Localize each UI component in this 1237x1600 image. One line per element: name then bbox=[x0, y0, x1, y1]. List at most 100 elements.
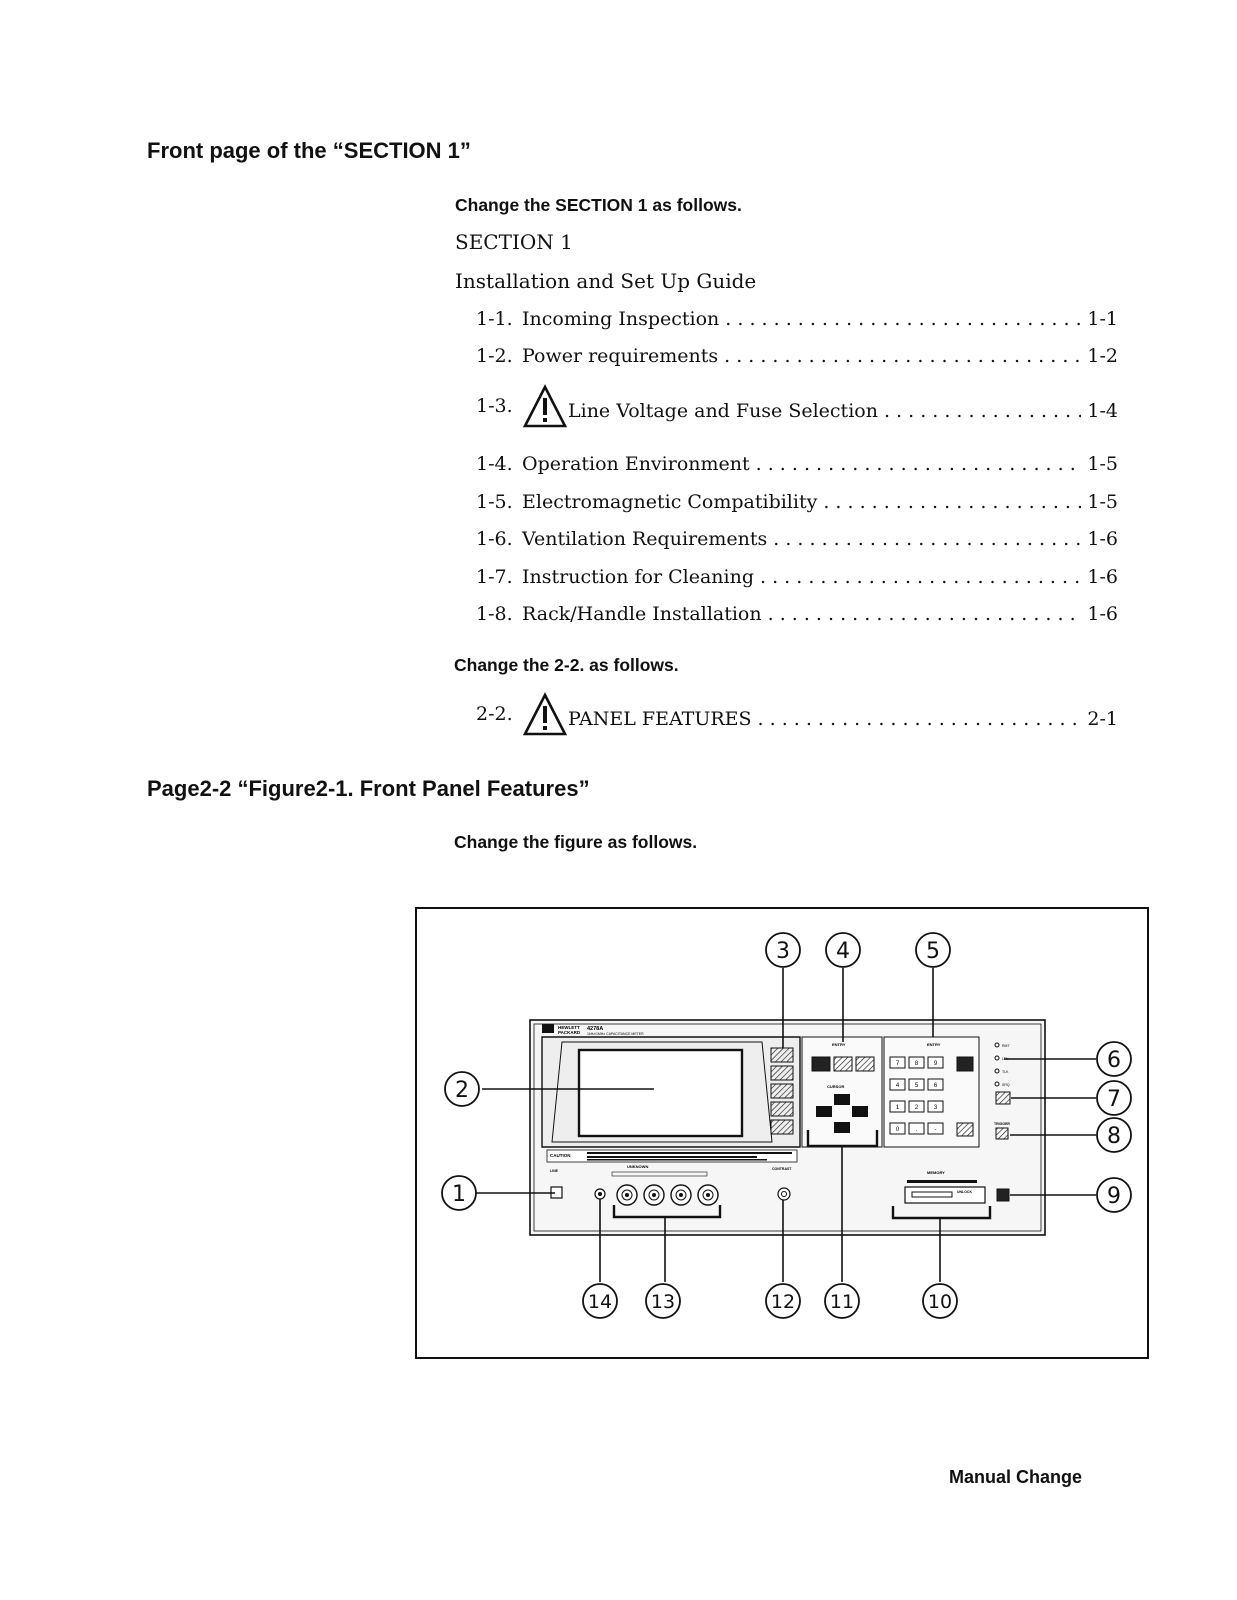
toc-num: 1-4. bbox=[476, 453, 513, 475]
subheading-change-figure: Change the figure as follows. bbox=[454, 832, 698, 852]
svg-text:7: 7 bbox=[1107, 1087, 1121, 1112]
callout-13: 13 bbox=[645, 1283, 681, 1319]
key-2: 2 bbox=[915, 1105, 919, 1111]
svg-text:8: 8 bbox=[1107, 1124, 1121, 1149]
meter-key bbox=[956, 1056, 974, 1072]
figure-frame: HEWLETT PACKARD 4278A 1kHz/1MHz CAPACITA… bbox=[415, 907, 1149, 1359]
model-desc: 1kHz/1MHz CAPACITANCE METER bbox=[587, 1032, 644, 1036]
unknown-connectors bbox=[616, 1184, 719, 1206]
cursor-right-key bbox=[852, 1106, 868, 1117]
heading-front-page: Front page of the “SECTION 1” bbox=[147, 138, 471, 163]
callout-14: 14 bbox=[582, 1283, 618, 1319]
brand-line1: HEWLETT bbox=[558, 1025, 580, 1030]
memory-card-slot bbox=[904, 1186, 986, 1204]
unlock-label: UNLOCK bbox=[957, 1190, 972, 1194]
toc-num: 1-8. bbox=[476, 603, 513, 625]
toc-page: 1-5 bbox=[1087, 453, 1118, 475]
section-label: SECTION 1 bbox=[455, 230, 573, 254]
hp-logo-icon bbox=[542, 1024, 554, 1033]
cursor-label: CURSOR bbox=[827, 1084, 844, 1089]
callout-1: 1 bbox=[441, 1175, 477, 1211]
warning-triangle-icon bbox=[522, 384, 568, 428]
key-dot: . bbox=[916, 1127, 918, 1133]
svg-text:6: 6 bbox=[1107, 1048, 1121, 1073]
toc-leader bbox=[725, 308, 1081, 330]
toc-page: 1-1 bbox=[1087, 308, 1118, 330]
callout-6: 6 bbox=[1096, 1041, 1132, 1077]
toc-page: 1-6 bbox=[1087, 528, 1118, 550]
toc-leader bbox=[724, 345, 1081, 367]
svg-text:13: 13 bbox=[651, 1291, 675, 1313]
toc-row-1-5: 1-5. Electromagnetic Compatibility 1-5 bbox=[476, 491, 1118, 513]
key-8: 8 bbox=[915, 1061, 919, 1067]
toc-title: Incoming Inspection bbox=[522, 308, 720, 330]
toc-num: 1-2. bbox=[476, 345, 513, 367]
svg-text:9: 9 bbox=[1107, 1184, 1121, 1209]
status-srq: SRQ bbox=[1002, 1083, 1010, 1087]
toc-num: 2-2. bbox=[476, 703, 513, 725]
toc-num: 1-5. bbox=[476, 491, 513, 513]
memory-label: MEMORY bbox=[927, 1170, 945, 1175]
toc-num: 1-3. bbox=[476, 395, 513, 417]
toc-row-1-1: 1-1. Incoming Inspection 1-1 bbox=[476, 308, 1118, 330]
unknown-label: UNKNOWN bbox=[627, 1164, 648, 1169]
toc-page: 2-1 bbox=[1087, 708, 1118, 730]
toc-num: 1-6. bbox=[476, 528, 513, 550]
toc-title: Ventilation Requirements bbox=[522, 528, 768, 550]
toc-page: 1-2 bbox=[1087, 345, 1118, 367]
lcd-display bbox=[577, 1048, 744, 1138]
cursor-down-key bbox=[834, 1122, 850, 1133]
svg-text:12: 12 bbox=[771, 1291, 795, 1313]
toc-page: 1-4 bbox=[1087, 400, 1118, 422]
key-4: 4 bbox=[896, 1083, 900, 1089]
toc-title: Electromagnetic Compatibility bbox=[522, 491, 818, 513]
key-3: 3 bbox=[934, 1105, 938, 1111]
key-minus: - bbox=[935, 1127, 937, 1133]
toc-title: Line Voltage and Fuse Selection bbox=[568, 400, 878, 422]
trigger-label: TRIGGER bbox=[994, 1122, 1010, 1126]
svg-text:3: 3 bbox=[776, 939, 790, 964]
toc-title: Operation Environment bbox=[522, 453, 750, 475]
toc-leader bbox=[756, 453, 1082, 475]
caution-label: CAUTION bbox=[550, 1153, 571, 1158]
key-1: 1 bbox=[896, 1105, 900, 1111]
cursor-up-key bbox=[834, 1094, 850, 1105]
svg-text:11: 11 bbox=[830, 1291, 854, 1313]
subheading-change-22: Change the 2-2. as follows. bbox=[454, 655, 679, 675]
toc-row-2-2: 2-2. PANEL FEATURES 2-1 bbox=[476, 692, 1118, 736]
footer-label: Manual Change bbox=[949, 1467, 1083, 1487]
cursor-left-key bbox=[816, 1106, 832, 1117]
heading-page22: Page2-2 “Figure2-1. Front Panel Features… bbox=[147, 776, 590, 801]
svg-text:5: 5 bbox=[926, 939, 940, 964]
callout-12: 12 bbox=[765, 1283, 801, 1319]
toc-row-1-3: 1-3. Line Voltage and Fuse Selection 1-4 bbox=[476, 384, 1118, 428]
entry-label: ENTRY bbox=[927, 1042, 941, 1047]
toc-row-1-6: 1-6. Ventilation Requirements 1-6 bbox=[476, 528, 1118, 550]
section-title: Installation and Set Up Guide bbox=[455, 269, 757, 293]
toc-title: Instruction for Cleaning bbox=[522, 566, 755, 588]
status-tlk: TLK bbox=[1002, 1070, 1009, 1074]
callout-5: 5 bbox=[915, 932, 951, 968]
key-0: 0 bbox=[896, 1127, 900, 1133]
svg-text:4: 4 bbox=[836, 939, 850, 964]
trigger-key bbox=[995, 1127, 1009, 1140]
toc-page: 1-6 bbox=[1087, 566, 1118, 588]
toc-title: PANEL FEATURES bbox=[568, 708, 752, 730]
toc-row-1-7: 1-7. Instruction for Cleaning 1-6 bbox=[476, 566, 1118, 588]
callout-9: 9 bbox=[1096, 1177, 1132, 1213]
subheading-change-section1: Change the SECTION 1 as follows. bbox=[455, 195, 742, 215]
toc-page: 1-5 bbox=[1087, 491, 1118, 513]
callout-2: 2 bbox=[444, 1071, 480, 1107]
toc-leader bbox=[758, 708, 1082, 730]
contrast-knob bbox=[777, 1187, 791, 1201]
brand-line2: PACKARD bbox=[558, 1030, 581, 1035]
svg-text:1: 1 bbox=[452, 1182, 466, 1207]
eject-key bbox=[996, 1188, 1010, 1202]
svg-text:10: 10 bbox=[928, 1291, 952, 1313]
toc-num: 1-1. bbox=[476, 308, 513, 330]
warning-triangle-icon bbox=[522, 692, 568, 736]
clear-key bbox=[956, 1122, 974, 1137]
toc-row-1-2: 1-2. Power requirements 1-2 bbox=[476, 345, 1118, 367]
toc-row-1-8: 1-8. Rack/Handle Installation 1-6 bbox=[476, 603, 1118, 625]
softkey-block-label: ENTRY bbox=[832, 1042, 846, 1047]
